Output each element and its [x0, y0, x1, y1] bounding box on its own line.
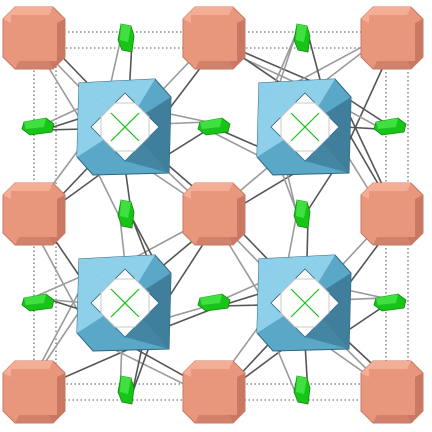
- salmon-polyhedron-1-2: [182, 360, 246, 424]
- blue-polyhedron-top-right: [256, 78, 352, 176]
- salmon-polyhedron-2-2: [360, 360, 424, 424]
- salmon-polyhedron-0-1: [2, 182, 66, 246]
- green-unit-top-left: [117, 23, 135, 53]
- bond: [119, 217, 126, 264]
- salmon-polyhedron-1-0: [182, 6, 246, 70]
- salmon-polyhedra: [2, 6, 424, 424]
- green-unit-center-upper: [197, 117, 231, 136]
- green-unit-left-mid: [117, 199, 135, 229]
- green-unit-center-lower: [197, 293, 231, 312]
- green-unit-left-upper: [21, 117, 55, 136]
- green-units: [21, 23, 407, 405]
- green-unit-bottom-left: [117, 375, 135, 405]
- blue-polyhedron-bottom-left: [76, 254, 172, 352]
- blue-polyhedron-top-left: [76, 78, 172, 176]
- green-unit-top-right: [293, 23, 311, 53]
- green-unit-right-mid: [293, 199, 311, 229]
- salmon-polyhedron-0-2: [2, 360, 66, 424]
- salmon-polyhedron-2-1: [360, 182, 424, 246]
- blue-polyhedra: [76, 78, 352, 352]
- green-unit-right-lower: [373, 293, 407, 312]
- blue-polyhedron-bottom-right: [256, 254, 352, 352]
- green-unit-right-upper: [373, 117, 407, 136]
- salmon-polyhedron-1-1: [182, 182, 246, 246]
- salmon-polyhedron-0-0: [2, 6, 66, 70]
- green-unit-left-lower: [21, 293, 55, 312]
- green-unit-bottom-right: [293, 375, 311, 405]
- salmon-polyhedron-2-0: [360, 6, 424, 70]
